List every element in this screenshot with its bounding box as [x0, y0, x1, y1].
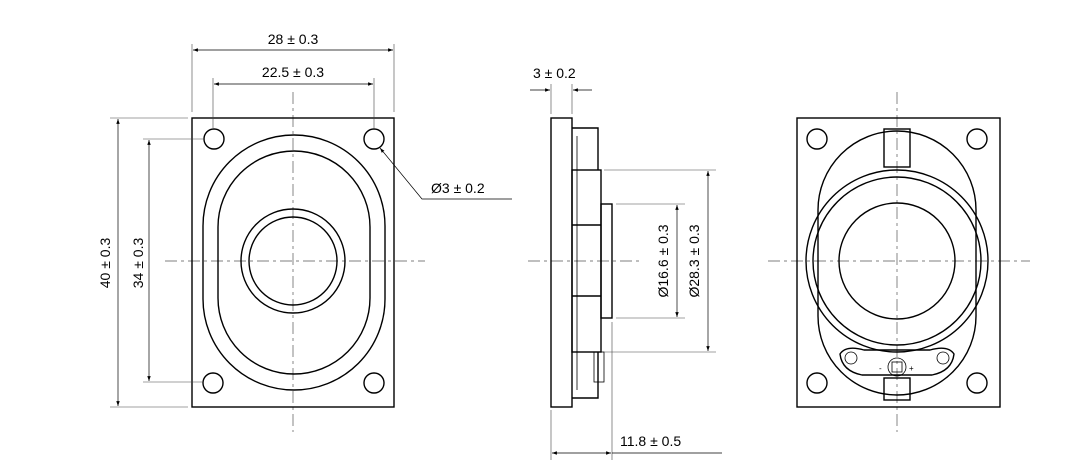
dim-height-outer: 40 ± 0.3	[97, 238, 113, 289]
terminal-plus-label: +	[909, 364, 914, 373]
mounting-hole-bottom-left	[202, 372, 224, 394]
rear-frame-outline	[796, 117, 1001, 408]
front-cone-outer	[202, 134, 386, 391]
rear-hole-top-right	[966, 128, 988, 150]
mounting-hole-bottom-right	[363, 372, 385, 394]
rear-hole-top-left	[806, 128, 828, 150]
front-dome-inner	[248, 216, 338, 306]
front-frame-outline	[191, 117, 395, 408]
rear-bottom-tab	[883, 377, 911, 401]
rear-cone-outline	[817, 130, 977, 396]
dim-flange-thickness: 3 ± 0.2	[533, 65, 576, 81]
rear-top-tab	[883, 128, 911, 168]
dim-height-holes: 34 ± 0.3	[130, 238, 146, 289]
dim-total-depth: 11.8 ± 0.5	[620, 433, 681, 449]
dim-frame-diameter: Ø28.3 ± 0.3	[686, 224, 702, 297]
rear-frame-ring-inner	[812, 176, 982, 346]
rear-view: - +	[768, 92, 1030, 432]
rear-terminal-centre	[887, 357, 907, 377]
dim-width-holes: 22.5 ± 0.3	[262, 64, 324, 80]
front-dome-outer	[240, 208, 346, 314]
rear-terminal-board	[839, 347, 955, 376]
mounting-hole-top-right	[363, 128, 385, 150]
dim-hole-diameter: Ø3 ± 0.2	[431, 180, 485, 196]
rear-hole-bottom-left	[806, 372, 828, 394]
rear-magnet	[838, 202, 956, 320]
rear-hole-bottom-right	[966, 372, 988, 394]
mounting-hole-top-left	[203, 128, 225, 150]
side-magnet	[600, 203, 613, 319]
side-terminal	[593, 351, 605, 383]
front-dimensions: 28 ± 0.3 22.5 ± 0.3 Ø3 ± 0.2 40 ± 0.3 34…	[97, 31, 512, 408]
dim-magnet-diameter: Ø16.6 ± 0.3	[655, 224, 671, 297]
terminal-minus-label: -	[879, 364, 882, 373]
rear-frame-ring-outer	[805, 169, 989, 353]
front-view	[165, 92, 425, 432]
dim-width-outer: 28 ± 0.3	[268, 31, 319, 47]
front-cone-inner	[217, 150, 371, 375]
side-flange	[550, 117, 573, 408]
side-dimensions: 3 ± 0.2 Ø28.3 ± 0.3 Ø16.6 ± 0.3 11.8 ± 0…	[530, 65, 722, 460]
side-view	[528, 117, 640, 408]
